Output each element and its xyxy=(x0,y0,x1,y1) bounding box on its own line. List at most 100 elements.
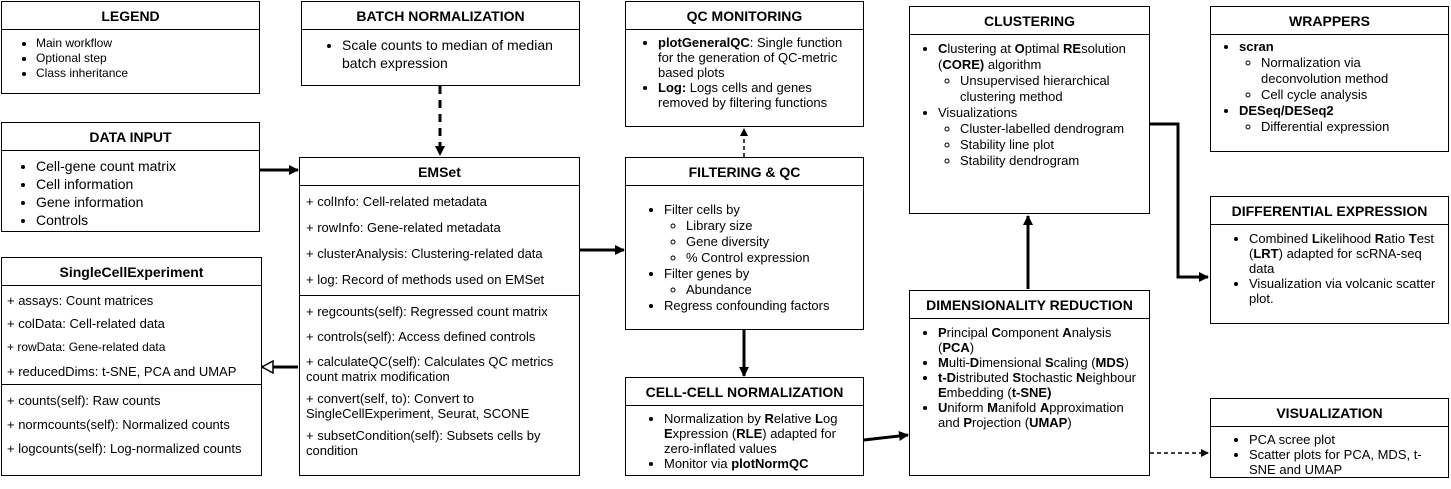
text-fragment: ptimal xyxy=(1024,41,1064,56)
filter-cells-label: Filter cells by xyxy=(664,202,740,217)
clustering-box: CLUSTERING Clustering at Optimal REsolut… xyxy=(909,6,1150,214)
data-input-title: DATA INPUT xyxy=(2,123,259,151)
text-fragment: caling ( xyxy=(1053,355,1096,370)
text-fragment: algorithm xyxy=(984,57,1042,72)
legend-title: LEGEND xyxy=(2,2,259,30)
filtering-subitem: % Control expression xyxy=(686,250,857,266)
dimensionality-reduction-box: DIMENSIONALITY REDUCTION Principal Compo… xyxy=(909,290,1150,476)
emset-attribute: + log: Record of methods used on EMSet xyxy=(306,272,545,287)
qc-monitoring-item-bold: Log: xyxy=(658,80,687,95)
filter-genes-label: Filter genes by xyxy=(664,266,750,281)
visualization-item: Scatter plots for PCA, MDS, t-SNE and UM… xyxy=(1249,447,1444,477)
data-input-item: Cell-gene count matrix xyxy=(36,157,259,175)
cellcell-to-dimred-arrow xyxy=(863,431,909,442)
qc-monitoring-title: QC MONITORING xyxy=(626,2,863,30)
filtering-qc-box: FILTERING & QC Filter cells by Library s… xyxy=(625,157,864,330)
text-fragment: Monitor via xyxy=(664,456,732,471)
differential-expression-box: DIFFERENTIAL EXPRESSION Combined Likelih… xyxy=(1210,196,1449,324)
cellcell-item: Normalization by Relative Log Expression… xyxy=(664,411,857,456)
sce-method: + counts(self): Raw counts xyxy=(7,393,161,408)
legend-item-main: Main workflow xyxy=(36,36,259,51)
sce-method: + normcounts(self): Normalized counts xyxy=(7,417,230,432)
text-fragment: CORE) xyxy=(942,57,985,72)
data-input-item: Cell information xyxy=(36,175,259,193)
wrappers-subitem: Cell cycle analysis xyxy=(1261,87,1444,103)
text-fragment: t-D xyxy=(938,370,957,385)
sce-attribute: + colData: Cell-related data xyxy=(7,316,165,331)
text-fragment: imensional xyxy=(979,355,1045,370)
filtering-subitem: Gene diversity xyxy=(686,234,857,250)
diffexp-title: DIFFERENTIAL EXPRESSION xyxy=(1211,197,1448,225)
text-fragment: elative xyxy=(773,411,816,426)
text-fragment: L xyxy=(1311,231,1320,246)
text-fragment: og xyxy=(822,411,838,426)
sce-title: SingleCellExperiment xyxy=(2,258,261,286)
qc-monitoring-item: plotGeneralQC: Single function for the g… xyxy=(658,35,857,80)
filtering-item: Filter cells by Library size Gene divers… xyxy=(664,202,857,266)
clustering-subitem: Cluster-labelled dendrogram xyxy=(960,121,1143,137)
text-fragment: RLE xyxy=(736,426,763,441)
clustering-to-diffexp-arrow xyxy=(1150,122,1209,282)
clustering-subitem: Stability dendrogram xyxy=(960,153,1143,169)
text-fragment: A xyxy=(1039,400,1050,415)
clustering-title: CLUSTERING xyxy=(910,7,1149,35)
wrappers-title: WRAPPERS xyxy=(1211,7,1448,35)
text-fragment: anifold xyxy=(997,400,1040,415)
text-fragment: ) xyxy=(1124,355,1129,370)
legend-item-optional: Optional step xyxy=(36,51,259,66)
text-fragment: ) xyxy=(969,340,975,355)
text-fragment: mbedding ( xyxy=(946,385,1012,400)
text-fragment: Visualizations xyxy=(938,105,1018,120)
filtering-title: FILTERING & QC xyxy=(626,158,863,186)
data-input-item: Controls xyxy=(36,211,259,229)
text-fragment: rojection ( xyxy=(971,415,1030,430)
wrappers-item: DESeq/DESeq2 Differential expression xyxy=(1239,103,1444,135)
text-fragment: pproximation and xyxy=(938,400,1124,430)
legend-box: LEGEND Main workflow Optional step Class… xyxy=(1,1,260,94)
emset-method: + calculateQC(self): Calculates QC metri… xyxy=(306,354,554,384)
filtering-item: Regress confounding factors xyxy=(664,298,857,314)
text-fragment: solution ( xyxy=(938,41,1126,72)
text-fragment: M xyxy=(938,355,949,370)
text-fragment: PCA xyxy=(942,340,970,355)
dimred-item: Principal Component Analysis (PCA) xyxy=(938,325,1145,355)
text-fragment: xpression ( xyxy=(672,426,737,441)
diffexp-item: Combined Likelihood Ratio Test (LRT) ada… xyxy=(1249,231,1444,276)
text-fragment: C xyxy=(991,325,1001,340)
emset-attribute: + rowInfo: Gene-related metadata xyxy=(306,220,501,235)
emset-title: EMSet xyxy=(300,158,579,186)
text-fragment: RE xyxy=(1063,41,1082,56)
text-fragment: ikelihood xyxy=(1319,231,1375,246)
text-fragment: P xyxy=(963,415,972,430)
text-fragment: LRT xyxy=(1253,246,1279,261)
text-fragment: L xyxy=(815,411,823,426)
emset-attribute: + clusterAnalysis: Clustering-related da… xyxy=(306,246,543,261)
text-fragment: ) xyxy=(1067,415,1072,430)
diffexp-item: Visualization via volcanic scatter plot. xyxy=(1249,276,1444,306)
text-fragment: S xyxy=(1044,355,1054,370)
text-fragment: M xyxy=(987,400,998,415)
wrappers-subitem: Normalization via deconvolution method xyxy=(1261,55,1444,87)
dimred-title: DIMENSIONALITY REDUCTION xyxy=(910,291,1149,319)
text-fragment: eighbour xyxy=(1085,370,1137,385)
dimred-item: t-Distributed Stochastic Neighbour Embed… xyxy=(938,370,1145,400)
dimred-item: Multi-Dimensional Scaling (MDS) xyxy=(938,355,1145,370)
qc-monitoring-item-text: Logs cells and genes removed by filterin… xyxy=(658,80,828,110)
text-fragment: DESeq/DESeq2 xyxy=(1239,103,1334,118)
visualization-title: VISUALIZATION xyxy=(1211,399,1448,427)
filtering-item: Filter genes by Abundance xyxy=(664,266,857,298)
clustering-item: Visualizations Cluster-labelled dendrogr… xyxy=(938,105,1143,169)
text-fragment: ulti- xyxy=(948,355,970,370)
text-fragment: D xyxy=(969,355,980,370)
text-fragment: T xyxy=(1408,231,1417,246)
emset-method: + subsetCondition(self): Subsets cells b… xyxy=(306,428,541,458)
clustering-subitem: Unsupervised hierarchical clustering met… xyxy=(960,73,1143,105)
text-fragment: rincipal xyxy=(946,325,992,340)
text-fragment: ) adapted for scRNA-seq data xyxy=(1249,246,1422,276)
emset-class-box: EMSet + colInfo: Cell-related metadata +… xyxy=(299,157,580,476)
text-fragment: R xyxy=(764,411,774,426)
wrappers-box: WRAPPERS scran Normalization via deconvo… xyxy=(1210,6,1449,152)
text-fragment: O xyxy=(1014,41,1025,56)
cellcell-item: Monitor via plotNormQC xyxy=(664,456,857,471)
